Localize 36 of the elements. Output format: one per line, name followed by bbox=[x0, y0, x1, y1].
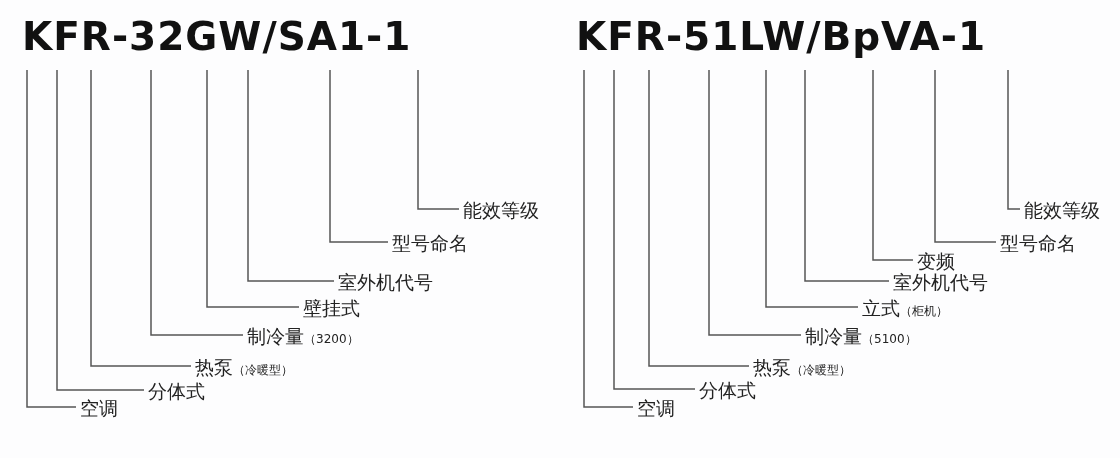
part-label: 热泵（冷暖型） bbox=[195, 355, 293, 379]
model-code: KFR-32GW/SA1-1 bbox=[22, 14, 412, 60]
leader-line bbox=[150, 69, 244, 336]
leader-line bbox=[648, 69, 750, 367]
part-label: 能效等级 bbox=[1024, 198, 1100, 222]
part-label: 能效等级 bbox=[463, 198, 539, 222]
part-label: 型号命名 bbox=[392, 231, 468, 255]
leader-line bbox=[708, 69, 802, 336]
leader-line bbox=[206, 69, 300, 308]
part-label: 分体式 bbox=[148, 379, 205, 403]
leader-line bbox=[90, 69, 192, 367]
leader-line bbox=[583, 69, 634, 408]
part-label: 室外机代号 bbox=[893, 270, 988, 294]
leader-line bbox=[765, 69, 859, 308]
part-label: 热泵（冷暖型） bbox=[753, 355, 851, 379]
leader-line bbox=[247, 69, 335, 282]
part-label: 制冷量（5100） bbox=[805, 324, 917, 348]
leader-line bbox=[934, 69, 997, 243]
part-label: 壁挂式 bbox=[303, 296, 360, 320]
leader-line bbox=[417, 69, 460, 210]
part-label: 空调 bbox=[637, 396, 675, 420]
leader-line bbox=[329, 69, 389, 243]
model-code: KFR-51LW/BpVA-1 bbox=[576, 14, 987, 60]
part-label: 变频 bbox=[917, 249, 955, 273]
part-label: 立式（柜机） bbox=[862, 296, 948, 320]
leader-line bbox=[26, 69, 77, 408]
leader-line bbox=[872, 69, 914, 261]
part-label: 分体式 bbox=[699, 378, 756, 402]
part-label: 型号命名 bbox=[1000, 231, 1076, 255]
leader-line bbox=[804, 69, 890, 282]
leader-line bbox=[1007, 69, 1021, 210]
part-label: 制冷量（3200） bbox=[247, 324, 359, 348]
part-label: 室外机代号 bbox=[338, 270, 433, 294]
leader-line bbox=[613, 69, 696, 390]
leader-line bbox=[56, 69, 145, 391]
part-label: 空调 bbox=[80, 396, 118, 420]
